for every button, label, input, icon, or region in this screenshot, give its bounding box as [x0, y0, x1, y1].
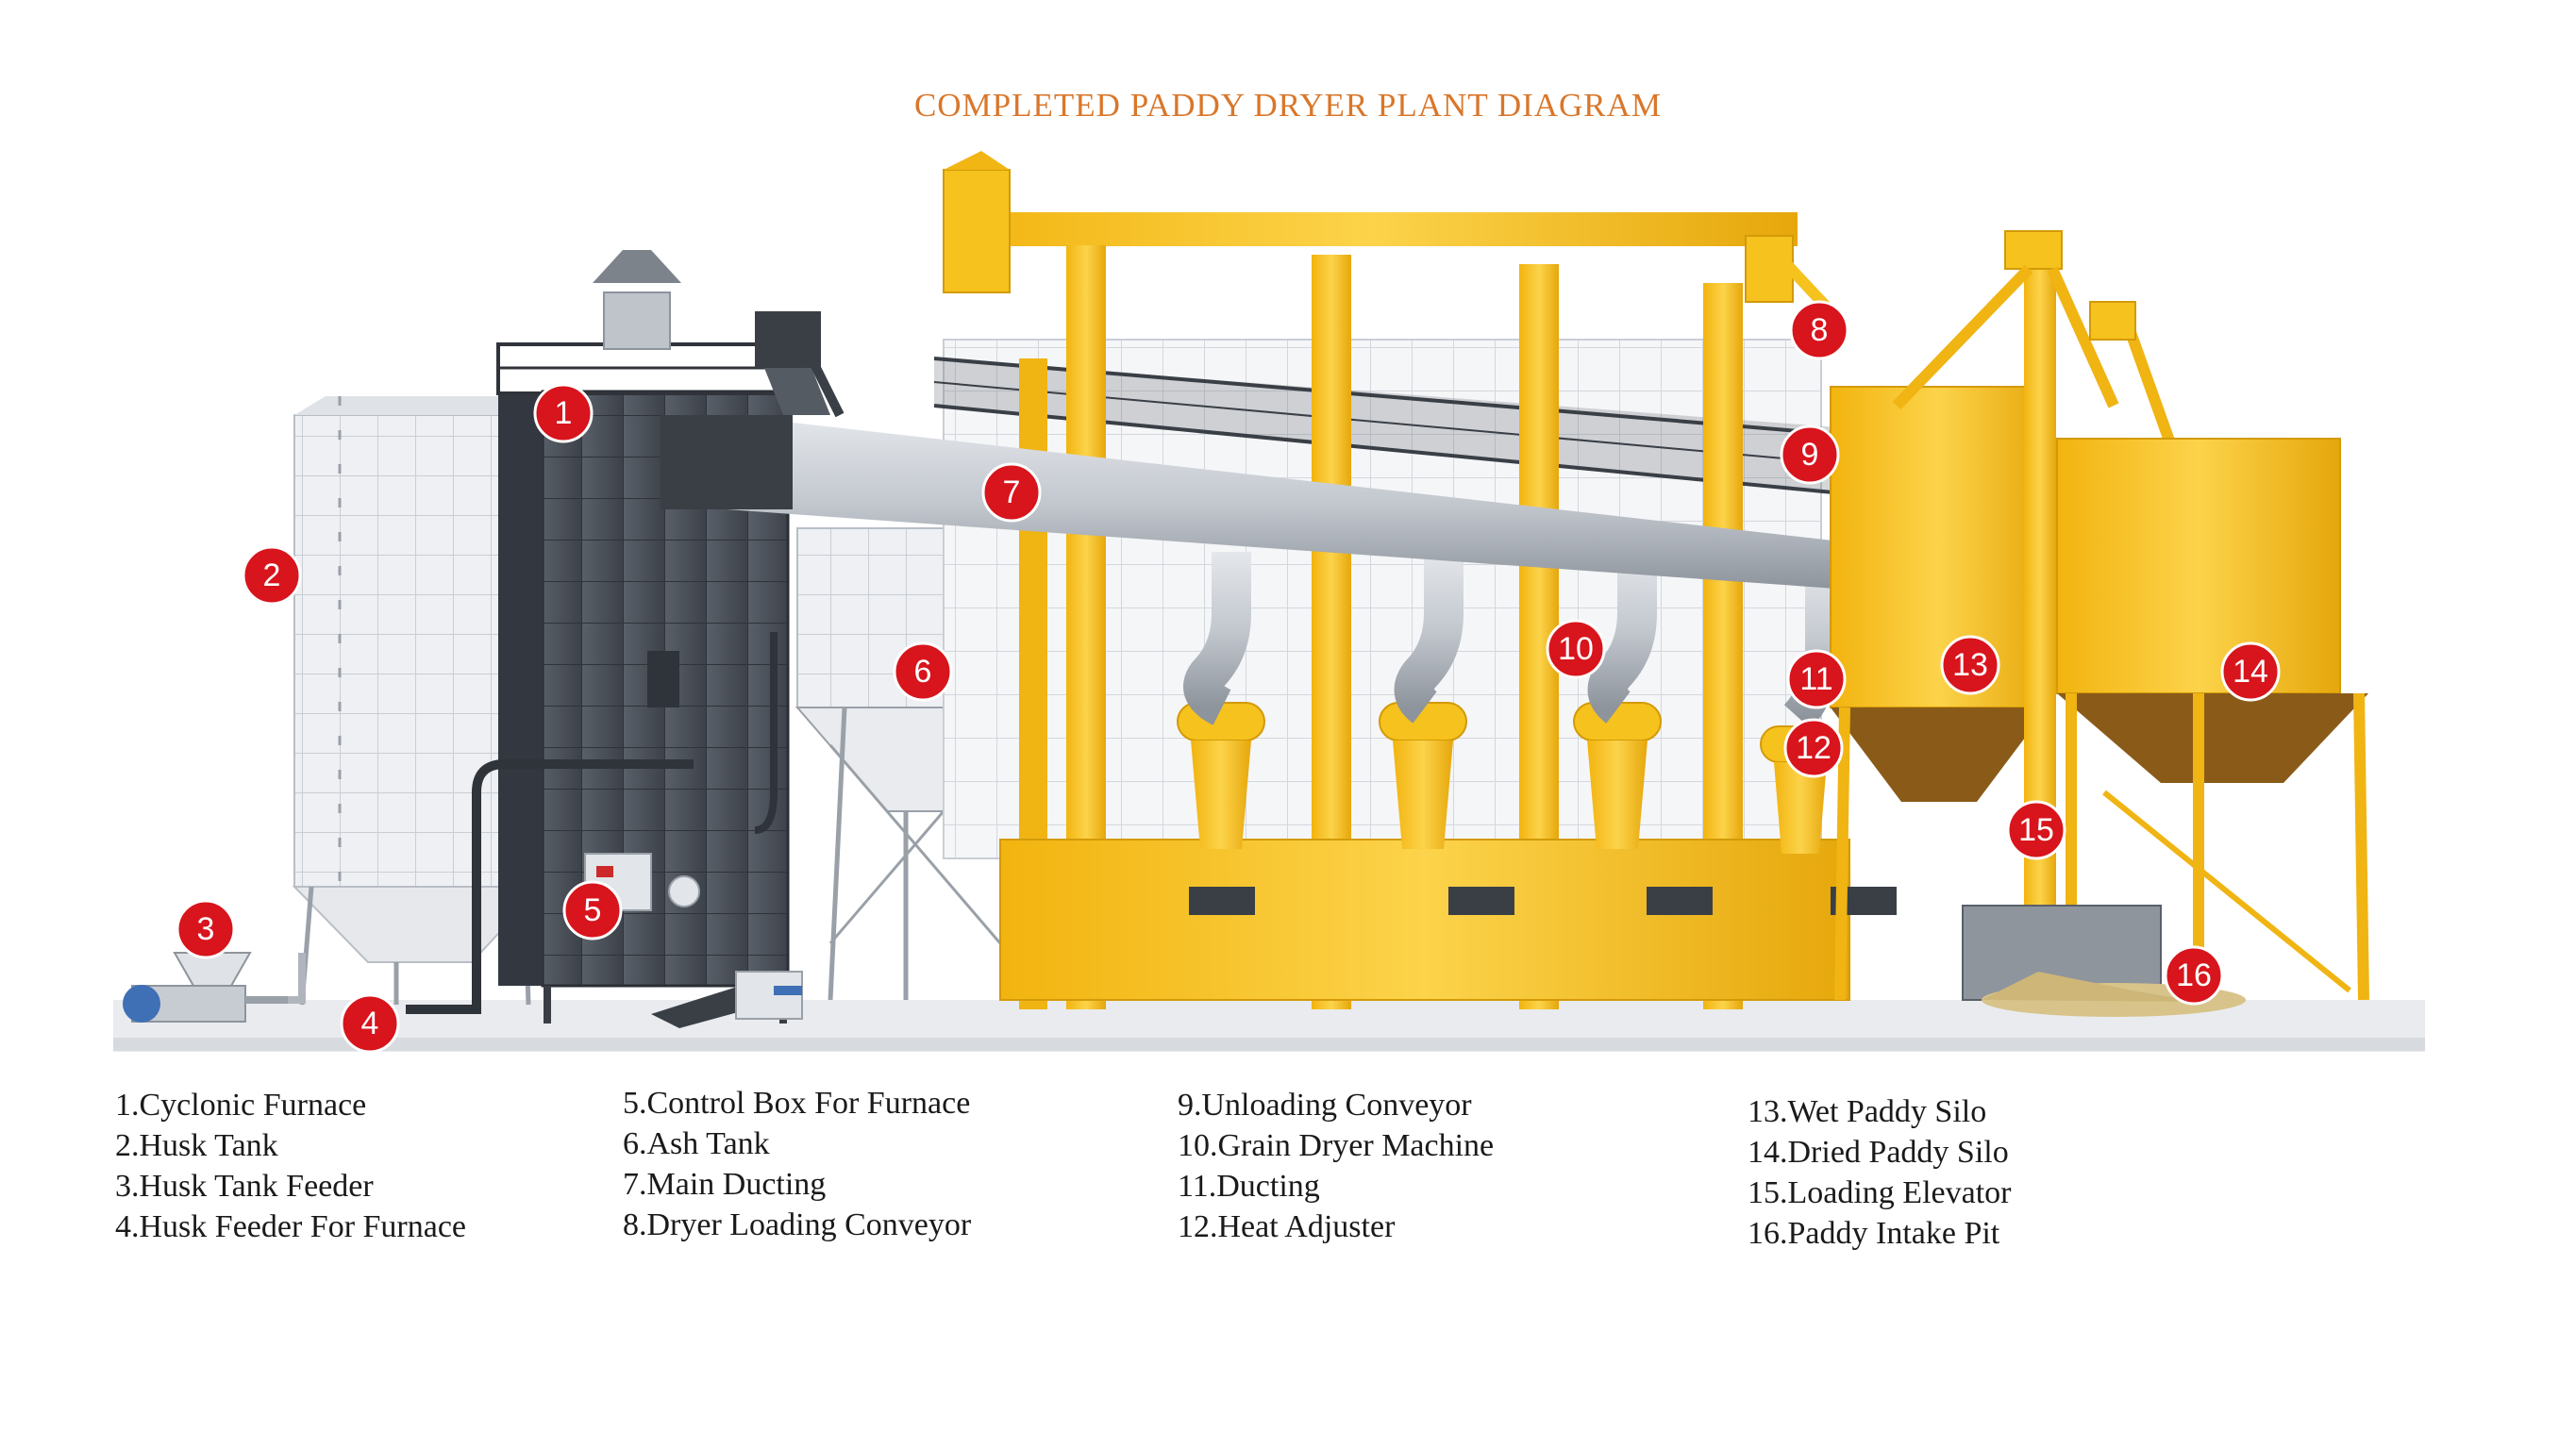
marker-15: 15	[2006, 800, 2066, 860]
marker-number: 11	[1799, 661, 1832, 697]
marker-4: 4	[340, 993, 400, 1054]
legend-item-husk-feeder-for-furnace: 4.Husk Feeder For Furnace	[115, 1209, 467, 1244]
husk-feeder-pipe	[283, 759, 694, 1014]
paddy-intake-pit	[1962, 905, 2246, 1017]
marker-number: 7	[1003, 474, 1021, 510]
legend-item-dryer-loading-conveyor: 8.Dryer Loading Conveyor	[623, 1207, 972, 1242]
marker-circle	[176, 899, 236, 959]
marker-circle	[533, 383, 594, 443]
marker-circle	[2164, 945, 2224, 1006]
legend-item-grain-dryer-machine: 10.Grain Dryer Machine	[1178, 1128, 1495, 1163]
marker-number: 2	[263, 558, 281, 593]
legend-item-dried-paddy-silo: 14.Dried Paddy Silo	[1748, 1135, 2009, 1170]
legend-column-1: 1.Cyclonic Furnace 2.Husk Tank 3.Husk Ta…	[115, 1085, 466, 1247]
marker-circle	[1546, 619, 1606, 679]
dryer-bases	[999, 839, 1897, 1001]
main-ducting	[661, 415, 1861, 590]
legend-item-paddy-intake-pit: 16.Paddy Intake Pit	[1748, 1216, 2000, 1251]
legend-item-husk-tank-feeder: 3.Husk Tank Feeder	[115, 1169, 374, 1204]
legend-item-wet-paddy-silo: 13.Wet Paddy Silo	[1748, 1094, 1987, 1129]
marker-number: 13	[1952, 647, 1988, 683]
marker-number: 12	[1796, 730, 1832, 766]
marker-5: 5	[562, 880, 623, 940]
marker-number: 15	[2018, 812, 2054, 848]
cyclonic-furnace	[496, 250, 845, 1024]
loading-elevator	[1892, 230, 2176, 1000]
marker-10: 10	[1546, 619, 1606, 679]
legend-item-ash-tank: 6.Ash Tank	[623, 1126, 770, 1161]
marker-14: 14	[2220, 641, 2281, 702]
marker-circle	[893, 641, 953, 702]
marker-1: 1	[533, 383, 594, 443]
legend-item-main-ducting: 7.Main Ducting	[623, 1167, 827, 1202]
marker-2: 2	[242, 545, 302, 606]
legend-item-loading-elevator: 15.Loading Elevator	[1748, 1175, 2012, 1210]
marker-number: 8	[1811, 312, 1829, 348]
marker-circle	[1780, 424, 1840, 485]
marker-circle	[1783, 718, 1844, 778]
marker-number: 14	[2233, 654, 2268, 690]
legend-item-cyclonic-furnace: 1.Cyclonic Furnace	[115, 1088, 367, 1123]
marker-6: 6	[893, 641, 953, 702]
furnace-base-feeder	[651, 971, 803, 1028]
husk-tank-feeder	[123, 952, 288, 1023]
marker-number: 5	[584, 892, 602, 928]
marker-circle	[981, 462, 1042, 523]
marker-circle	[242, 545, 302, 606]
diagram-title: COMPLETED PADDY DRYER PLANT DIAGRAM	[913, 87, 1663, 124]
legend-item-heat-adjuster: 12.Heat Adjuster	[1178, 1209, 1396, 1244]
marker-11: 11	[1786, 649, 1847, 709]
dryer-loading-conveyor	[943, 151, 1835, 316]
marker-circle	[1940, 635, 2000, 695]
legend-item-control-box: 5.Control Box For Furnace	[623, 1086, 971, 1121]
marker-circle	[1786, 649, 1847, 709]
marker-circle	[340, 993, 400, 1054]
marker-number: 1	[555, 395, 573, 431]
marker-9: 9	[1780, 424, 1840, 485]
marker-12: 12	[1783, 718, 1844, 778]
heat-adjusters	[1177, 702, 1841, 854]
legend-item-ducting: 11.Ducting	[1178, 1169, 1320, 1204]
marker-number: 16	[2176, 957, 2212, 993]
legend-item-husk-tank: 2.Husk Tank	[115, 1128, 278, 1163]
marker-number: 6	[914, 654, 932, 690]
marker-number: 9	[1801, 437, 1819, 473]
marker-circle	[2006, 800, 2066, 860]
legend-column-3: 9.Unloading Conveyor 10.Grain Dryer Mach…	[1178, 1085, 1494, 1247]
legend-column-4: 13.Wet Paddy Silo 14.Dried Paddy Silo 15…	[1748, 1091, 2011, 1254]
marker-16: 16	[2164, 945, 2224, 1006]
marker-3: 3	[176, 899, 236, 959]
marker-7: 7	[981, 462, 1042, 523]
legend-item-unloading-conveyor: 9.Unloading Conveyor	[1178, 1088, 1472, 1123]
marker-circle	[562, 880, 623, 940]
legend-column-2: 5.Control Box For Furnace 6.Ash Tank 7.M…	[623, 1083, 971, 1245]
dried-paddy-silo	[2056, 438, 2369, 1001]
marker-circle	[1789, 300, 1849, 360]
marker-8: 8	[1789, 300, 1849, 360]
marker-circle	[2220, 641, 2281, 702]
marker-number: 10	[1558, 631, 1594, 667]
marker-13: 13	[1940, 635, 2000, 695]
marker-number: 3	[197, 911, 215, 947]
marker-number: 4	[361, 1006, 379, 1041]
